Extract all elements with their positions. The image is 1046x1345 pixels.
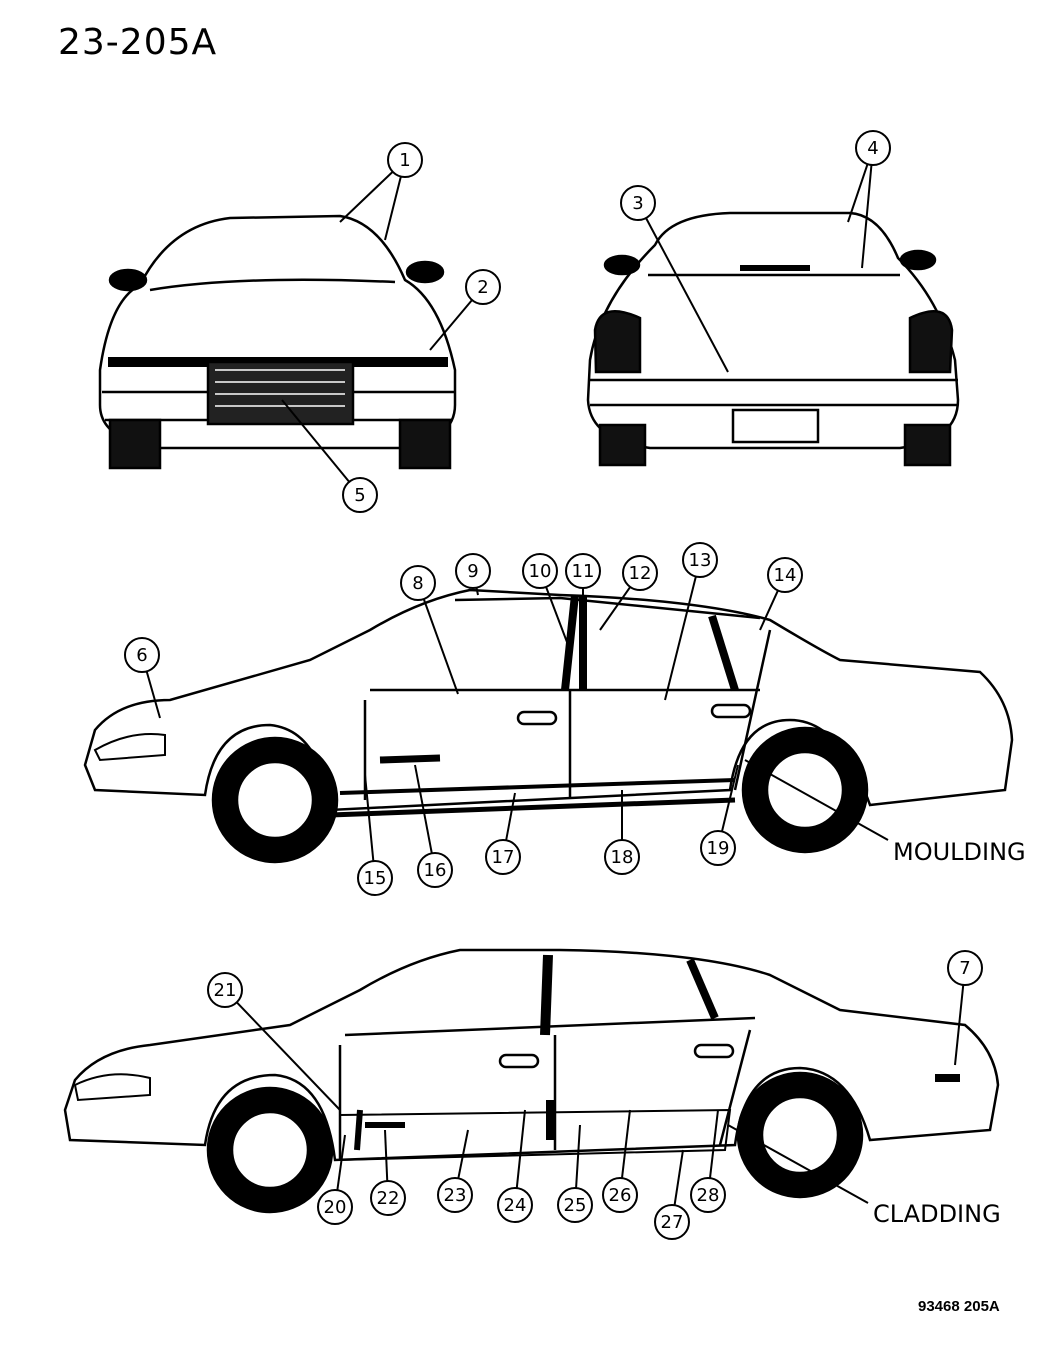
leader-line — [476, 588, 478, 595]
callout-20: 20 — [318, 1190, 352, 1224]
leader-line — [622, 1110, 630, 1178]
callout-5: 5 — [343, 478, 377, 512]
callout-number: 11 — [572, 561, 595, 582]
callout-12: 12 — [623, 556, 657, 590]
moulding-label: MOULDING — [893, 838, 1026, 866]
leader-line — [365, 775, 373, 861]
callout-26: 26 — [603, 1178, 637, 1212]
callout-number: 22 — [377, 1188, 400, 1209]
callout-10: 10 — [523, 554, 557, 588]
callout-number: 28 — [697, 1185, 720, 1206]
leader-line — [710, 1110, 718, 1178]
front-view — [100, 216, 455, 468]
callout-number: 15 — [364, 868, 387, 889]
callout-number: 21 — [214, 980, 237, 1001]
callout-number: 10 — [529, 561, 552, 582]
callout-number: 9 — [467, 561, 478, 582]
leader-line — [430, 300, 472, 350]
callout-7: 7 — [948, 951, 982, 985]
callout-number: 6 — [136, 645, 147, 666]
callout-number: 23 — [444, 1185, 467, 1206]
callout-number: 25 — [564, 1195, 587, 1216]
callout-number: 3 — [632, 193, 643, 214]
callout-number: 4 — [867, 138, 878, 159]
callout-11: 11 — [566, 554, 600, 588]
callout-17: 17 — [486, 840, 520, 874]
callout-18: 18 — [605, 840, 639, 874]
callout-number: 5 — [354, 485, 365, 506]
callout-16: 16 — [418, 853, 452, 887]
callout-number: 19 — [707, 838, 730, 859]
leader-line — [646, 218, 728, 372]
callout-6: 6 — [125, 638, 159, 672]
callout-number: 12 — [629, 563, 652, 584]
callout-number: 7 — [959, 958, 970, 979]
callout-9: 9 — [456, 554, 490, 588]
callout-number: 8 — [412, 573, 423, 594]
rear-view — [588, 213, 958, 465]
callout-24: 24 — [498, 1188, 532, 1222]
leader-line — [340, 172, 393, 222]
callout-2: 2 — [466, 270, 500, 304]
callout-28: 28 — [691, 1178, 725, 1212]
leader-line — [517, 1110, 525, 1188]
callout-25: 25 — [558, 1188, 592, 1222]
callout-number: 16 — [424, 860, 447, 881]
callout-number: 1 — [399, 150, 410, 171]
leader-line — [576, 1125, 580, 1188]
leader-line — [385, 1130, 387, 1181]
callout-number: 14 — [774, 565, 797, 586]
callout-number: 26 — [609, 1185, 632, 1206]
callout-21: 21 — [208, 973, 242, 1007]
callout-19: 19 — [701, 831, 735, 865]
callout-8: 8 — [401, 566, 435, 600]
callout-22: 22 — [371, 1181, 405, 1215]
callout-number: 2 — [477, 277, 488, 298]
cladding-label: CLADDING — [873, 1200, 1001, 1228]
callout-15: 15 — [358, 861, 392, 895]
leader-line — [665, 576, 696, 700]
callout-13: 13 — [683, 543, 717, 577]
callout-number: 17 — [492, 847, 515, 868]
side-view-cladding — [65, 950, 998, 1212]
callout-number: 18 — [611, 847, 634, 868]
leader-line — [675, 1150, 683, 1205]
callout-4: 4 — [856, 131, 890, 165]
callout-number: 24 — [504, 1195, 527, 1216]
leader-line — [147, 671, 160, 718]
leader-line — [385, 176, 401, 240]
callout-1: 1 — [388, 143, 422, 177]
leader-line — [600, 587, 630, 630]
callout-3: 3 — [621, 186, 655, 220]
side-view-moulding — [85, 590, 1012, 862]
leader-line — [424, 599, 458, 694]
callout-14: 14 — [768, 558, 802, 592]
callout-number: 20 — [324, 1197, 347, 1218]
callout-number: 27 — [661, 1212, 684, 1233]
callout-27: 27 — [655, 1205, 689, 1239]
callout-number: 13 — [689, 550, 712, 571]
callout-23: 23 — [438, 1178, 472, 1212]
